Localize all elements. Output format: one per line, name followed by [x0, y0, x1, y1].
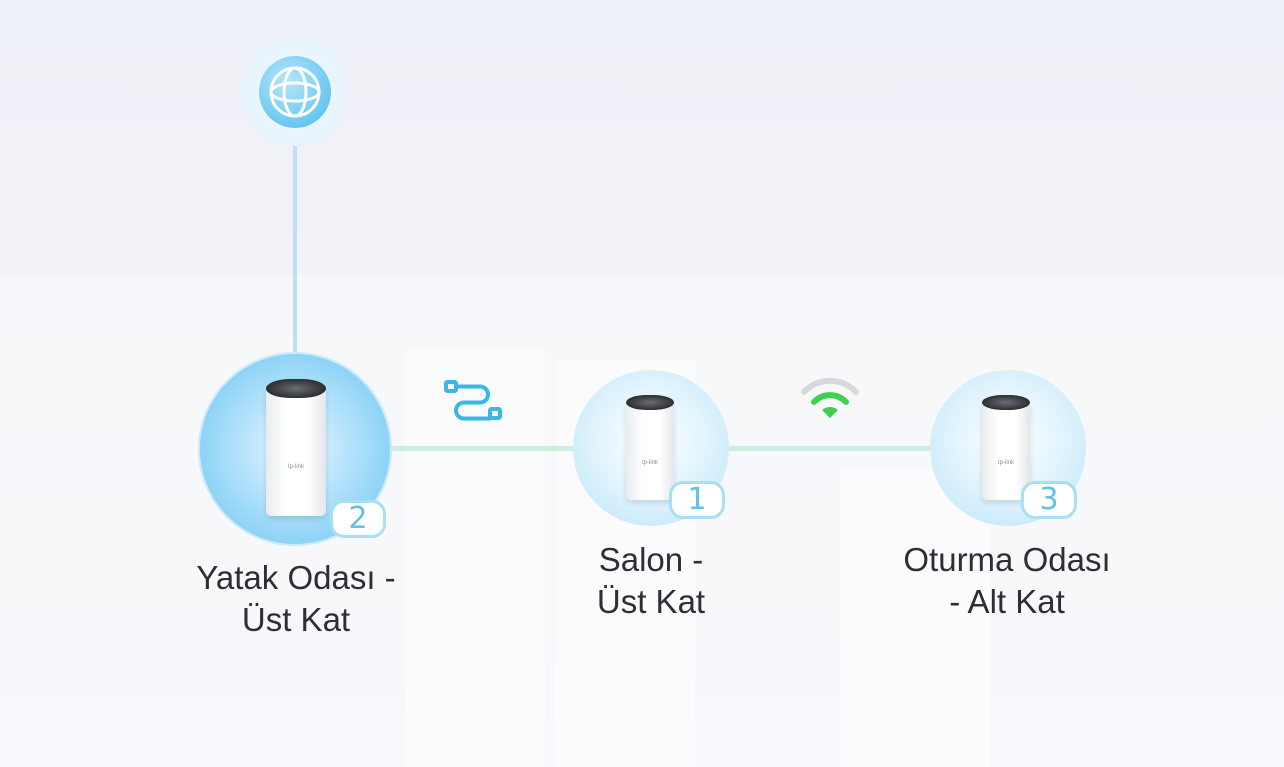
wired-link-line [392, 446, 574, 451]
node-label[interactable]: Yatak Odası - Üst Kat [160, 557, 432, 641]
node-number-badge: 3 [1021, 481, 1077, 519]
node-number-badge: 2 [330, 500, 386, 538]
wifi-signal-icon [800, 376, 860, 420]
ethernet-cable-icon [442, 376, 504, 422]
internet-link-line [293, 145, 297, 355]
node-label-line2: Üst Kat [596, 583, 706, 620]
node-label-line1: Salon - [598, 541, 704, 578]
node-label-line2: - Alt Kat [949, 583, 1065, 620]
node-number-badge: 1 [669, 481, 725, 519]
node-label-line2: Üst Kat [241, 601, 351, 638]
background-column [840, 470, 990, 767]
router-device-icon: tp-link [626, 395, 674, 500]
node-label[interactable]: Oturma Odası - Alt Kat [878, 539, 1136, 623]
node-label-line1: Oturma Odası [903, 541, 1111, 578]
router-device-icon: tp-link [982, 395, 1030, 500]
wireless-link-line [728, 446, 930, 451]
router-device-icon: tp-link [266, 379, 326, 516]
globe-icon [259, 56, 331, 128]
node-label[interactable]: Salon - Üst Kat [560, 539, 742, 623]
node-label-line1: Yatak Odası - [196, 559, 396, 596]
internet-node[interactable] [241, 38, 349, 146]
